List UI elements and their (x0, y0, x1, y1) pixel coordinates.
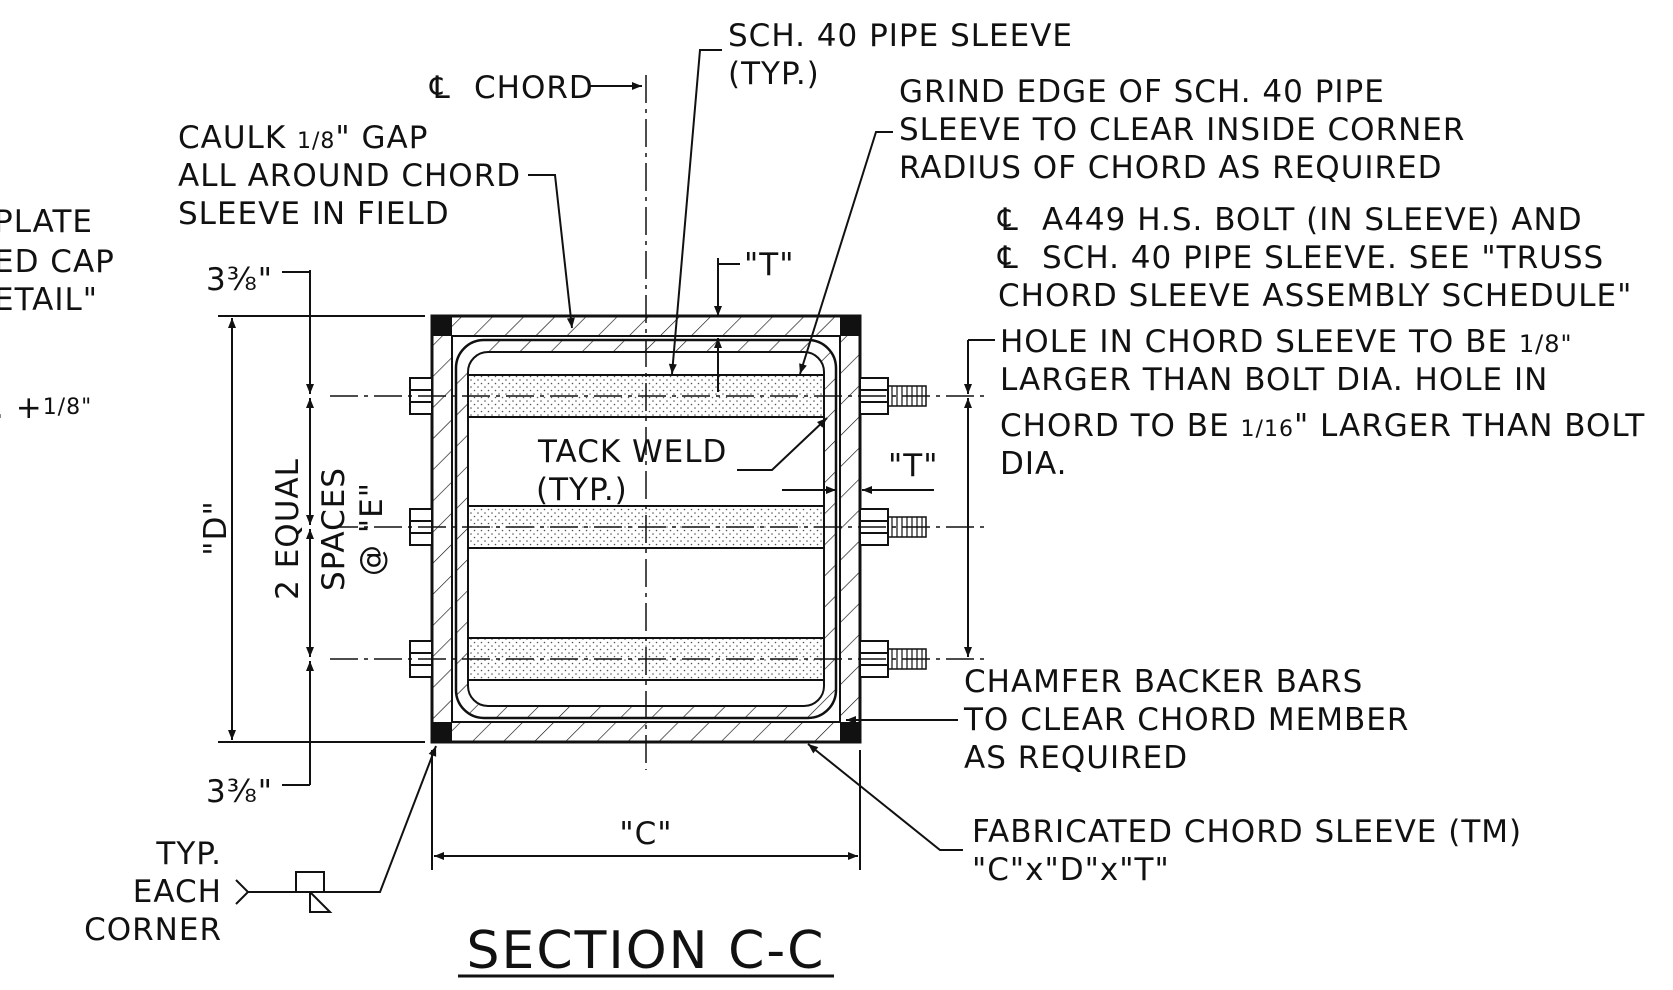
left-partial-2: ED CAP (0, 244, 115, 280)
left-partial-1: PLATE (0, 204, 93, 240)
dim-c-label: "C" (619, 816, 672, 852)
bolt-line-2: SCH. 40 PIPE SLEEVE. SEE "TRUSS (1042, 240, 1604, 276)
t-right-label: "T" (888, 448, 938, 484)
tack-weld-line-2: (TYP.) (536, 472, 628, 508)
tack-weld-line-1: TACK WELD (537, 434, 727, 470)
cl-chord-label: CHORD (474, 70, 594, 106)
bolt-line-1: A449 H.S. BOLT (IN SLEEVE) AND (1042, 202, 1583, 238)
fab-sleeve-line-1: FABRICATED CHORD SLEEVE (TM) (972, 814, 1522, 850)
left-partial-3: ETAIL" (0, 282, 98, 318)
corner-weld (840, 722, 860, 742)
typ-corner-line-1: TYP. (155, 836, 222, 872)
chamfer-line-1: CHAMFER BACKER BARS (964, 664, 1363, 700)
equal-spaces-line-2: SPACES (316, 467, 352, 591)
bolt-line-3: CHORD SLEEVE ASSEMBLY SCHEDULE" (998, 278, 1632, 314)
hole-line-4: DIA. (1000, 446, 1068, 482)
dim-d-label: "D" (198, 500, 234, 555)
corner-weld (840, 316, 860, 336)
corner-weld (432, 722, 452, 742)
chamfer-line-3: AS REQUIRED (964, 740, 1188, 776)
hole-line-2: LARGER THAN BOLT DIA. HOLE IN (1000, 362, 1548, 398)
labels: PLATE ED CAP ETAIL" . +1/8" CAULK 1/8" G… (0, 18, 1645, 981)
dim-top-label: 3⅜" (206, 262, 273, 298)
cl-chord-symbol: ℄ (429, 70, 451, 106)
leaders (235, 49, 963, 913)
dim-bottom-label: 3⅜" (206, 774, 273, 810)
typ-corner-line-3: CORNER (84, 912, 222, 948)
equal-spaces-line-3: @ "E" (354, 482, 390, 576)
caulk-line-1: CAULK 1/8" GAP (178, 120, 428, 156)
sch40-line-1: SCH. 40 PIPE SLEEVE (728, 18, 1073, 54)
equal-spaces-line-1: 2 EQUAL (270, 458, 306, 600)
left-partial-4: . +1/8" (0, 390, 92, 426)
hole-line-3: CHORD TO BE 1/16" LARGER THAN BOLT (1000, 408, 1645, 444)
sch40-line-2: (TYP.) (728, 56, 820, 92)
caulk-line-2: ALL AROUND CHORD (178, 158, 521, 194)
t-top-label: "T" (744, 247, 794, 283)
bolt-cl-symbol-2: ℄ (997, 240, 1019, 276)
grind-line-2: SLEEVE TO CLEAR INSIDE CORNER (899, 112, 1465, 148)
caulk-line-3: SLEEVE IN FIELD (178, 196, 450, 232)
centerlines (330, 75, 990, 770)
hole-line-1: HOLE IN CHORD SLEEVE TO BE 1/8" (1000, 324, 1573, 360)
grind-line-3: RADIUS OF CHORD AS REQUIRED (899, 150, 1443, 186)
typ-corner-line-2: EACH (133, 874, 222, 910)
weld-symbol (295, 871, 325, 893)
fab-sleeve-line-2: "C"x"D"x"T" (972, 852, 1170, 888)
bolt-cl-symbol-1: ℄ (997, 202, 1019, 238)
chamfer-line-2: TO CLEAR CHORD MEMBER (963, 702, 1409, 738)
dimensions (218, 258, 995, 870)
grind-line-1: GRIND EDGE OF SCH. 40 PIPE (899, 74, 1385, 110)
section-title: SECTION C-C (466, 921, 825, 981)
corner-weld (432, 316, 452, 336)
